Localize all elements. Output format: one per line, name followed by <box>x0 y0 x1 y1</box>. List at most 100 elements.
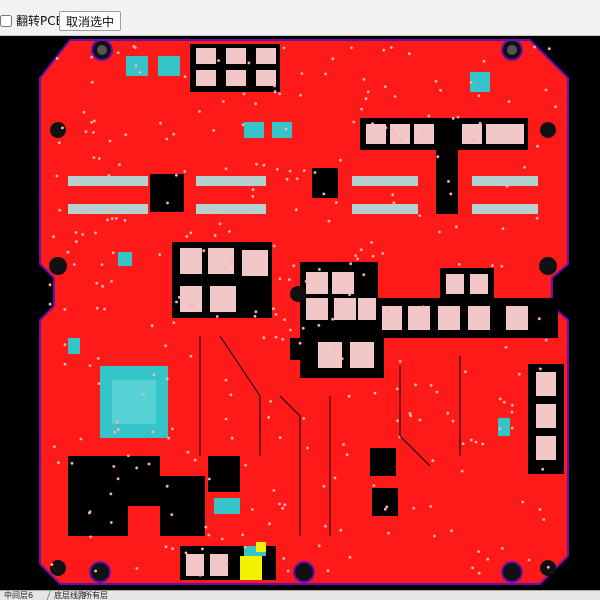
via <box>209 56 213 59</box>
via <box>510 403 514 407</box>
via <box>532 205 536 209</box>
via <box>348 293 351 296</box>
via <box>289 328 292 332</box>
via <box>395 387 399 391</box>
via <box>505 184 509 188</box>
via <box>547 47 551 51</box>
via <box>134 64 138 68</box>
via <box>451 117 455 120</box>
via <box>100 263 104 266</box>
via <box>538 508 542 511</box>
via <box>52 235 55 239</box>
via <box>429 384 433 387</box>
via <box>133 46 137 49</box>
yellow-pad <box>256 542 266 552</box>
toolbar: 翻转PCB 取消选中 <box>0 0 600 36</box>
via <box>498 427 502 430</box>
tab-bottom-layer-trace[interactable]: 底层线路 <box>54 591 86 600</box>
flip-pcb-toggle[interactable]: 翻转PCB <box>0 12 64 29</box>
via <box>109 521 113 524</box>
via <box>97 157 101 160</box>
via <box>242 92 246 96</box>
via <box>90 80 94 84</box>
via <box>230 436 234 440</box>
via <box>439 88 442 92</box>
via <box>286 569 290 573</box>
via <box>414 383 417 387</box>
via <box>393 133 397 137</box>
via <box>408 412 412 415</box>
via <box>362 78 366 81</box>
via <box>224 167 228 171</box>
via <box>434 79 438 83</box>
via <box>172 321 176 324</box>
via <box>301 326 305 330</box>
tab-all-layers[interactable]: 所有层 <box>84 591 108 600</box>
via <box>220 537 224 541</box>
via <box>151 430 155 434</box>
via <box>275 167 279 171</box>
via <box>90 55 94 59</box>
via <box>70 461 74 465</box>
selected-component[interactable] <box>240 556 262 580</box>
via <box>326 569 330 573</box>
via <box>339 528 343 532</box>
via <box>364 97 368 101</box>
via <box>171 547 175 551</box>
via <box>431 459 435 463</box>
via <box>399 138 402 142</box>
via <box>272 244 276 248</box>
via <box>350 46 353 50</box>
via <box>482 59 486 63</box>
via <box>347 278 351 282</box>
via <box>90 120 94 124</box>
via <box>450 529 453 533</box>
via <box>392 201 396 205</box>
pcb-viewer-canvas[interactable] <box>0 36 600 590</box>
via <box>251 195 255 198</box>
via <box>349 262 352 266</box>
via <box>342 443 345 446</box>
via <box>228 230 231 233</box>
via <box>340 357 344 361</box>
via <box>481 442 485 446</box>
via <box>61 126 64 130</box>
via <box>124 133 128 137</box>
via <box>57 141 61 145</box>
via <box>284 127 288 131</box>
via <box>232 177 236 181</box>
cancel-selection-button[interactable]: 取消选中 <box>59 11 122 31</box>
via <box>382 48 386 52</box>
via <box>135 567 139 570</box>
via <box>116 477 120 481</box>
via <box>544 338 548 342</box>
via <box>541 467 545 471</box>
via <box>477 550 480 553</box>
via <box>126 454 130 457</box>
via <box>278 277 282 281</box>
pcb-board-drawing <box>39 39 569 585</box>
tab-middle-layer-6[interactable]: 中间层6 <box>4 591 34 600</box>
via <box>474 440 478 444</box>
flip-pcb-checkbox[interactable] <box>0 14 12 27</box>
via <box>207 533 211 537</box>
via <box>334 302 338 306</box>
via <box>251 188 255 192</box>
mounting-holes <box>49 39 557 583</box>
via <box>164 545 168 549</box>
via <box>109 492 113 496</box>
via <box>262 336 266 340</box>
via <box>348 555 352 559</box>
via <box>202 249 206 253</box>
via <box>384 126 388 130</box>
via <box>218 222 222 226</box>
flip-pcb-label: 翻转PCB <box>16 14 64 28</box>
via <box>412 506 416 510</box>
via <box>472 139 475 142</box>
via <box>74 231 78 234</box>
via <box>304 279 308 283</box>
via <box>198 573 202 577</box>
via <box>317 324 321 327</box>
via <box>318 268 321 271</box>
via <box>371 122 374 125</box>
